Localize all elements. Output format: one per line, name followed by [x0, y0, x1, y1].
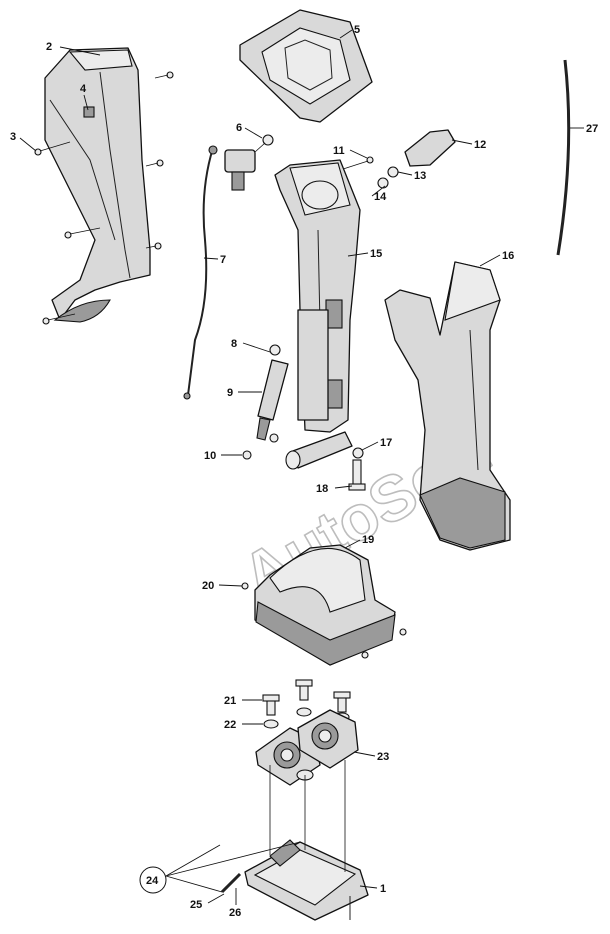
callout-7: 7 — [220, 254, 226, 266]
callout-17: 17 — [380, 437, 392, 449]
leader-lines — [19, 29, 584, 905]
part-15-lever-column — [274, 159, 361, 433]
part-25-26-pins — [220, 872, 242, 894]
part-20-screws — [241, 582, 407, 659]
part-13-nut — [387, 166, 399, 178]
part-9-gas-strut — [242, 344, 289, 460]
callout-22: 22 — [224, 719, 236, 731]
part-2-left-cover — [44, 47, 151, 323]
callout-14: 14 — [374, 191, 387, 203]
callout-27: 27 — [586, 123, 598, 135]
callout-25: 25 — [190, 899, 202, 911]
callout-12: 12 — [474, 139, 486, 151]
part-19-bracket-housing — [254, 544, 396, 666]
callout-4: 4 — [80, 83, 87, 95]
callout-21: 21 — [224, 695, 236, 707]
part-11-screw — [339, 156, 374, 171]
callout-5: 5 — [354, 24, 360, 36]
callout-9: 9 — [227, 387, 233, 399]
part-1-base-plate — [244, 839, 369, 921]
callout-20: 20 — [202, 580, 214, 592]
callout-26: 26 — [229, 907, 241, 919]
callout-18: 18 — [316, 483, 328, 495]
part-8-nut — [269, 344, 281, 356]
part-10-washer — [242, 450, 252, 460]
callout-8: 8 — [231, 338, 237, 350]
callout-1: 1 — [380, 883, 386, 895]
part-17-shaft — [285, 431, 364, 470]
callout-13: 13 — [414, 170, 426, 182]
part-6-switch — [224, 134, 274, 191]
callout-23: 23 — [377, 751, 389, 763]
callout-24: 24 — [146, 875, 159, 887]
part-23-bearing-blocks — [255, 709, 359, 786]
callout-16: 16 — [502, 250, 514, 262]
callout-24-circle — [139, 866, 167, 894]
callout-2: 2 — [46, 41, 52, 53]
part-18-bolt — [348, 459, 366, 491]
part-27-rod — [556, 59, 571, 256]
part-7-cable — [183, 145, 218, 400]
callout-3: 3 — [10, 131, 16, 143]
assembly-guide-lines — [269, 760, 346, 872]
callout-19: 19 — [362, 534, 374, 546]
part-2-screws — [34, 71, 174, 325]
callout-15: 15 — [370, 248, 382, 260]
callout-11: 11 — [333, 145, 345, 157]
callout-labels: 1 2 3 4 5 6 7 8 9 10 11 12 13 14 15 16 1… — [10, 24, 598, 919]
part-5-gaiter-plate — [239, 9, 373, 123]
part-12-knob — [404, 129, 456, 167]
callout-10: 10 — [204, 450, 216, 462]
part-16-front-cover — [384, 261, 511, 551]
part-21-bolts — [262, 679, 351, 716]
callout-6: 6 — [236, 122, 242, 134]
part-14-washer — [377, 177, 389, 189]
